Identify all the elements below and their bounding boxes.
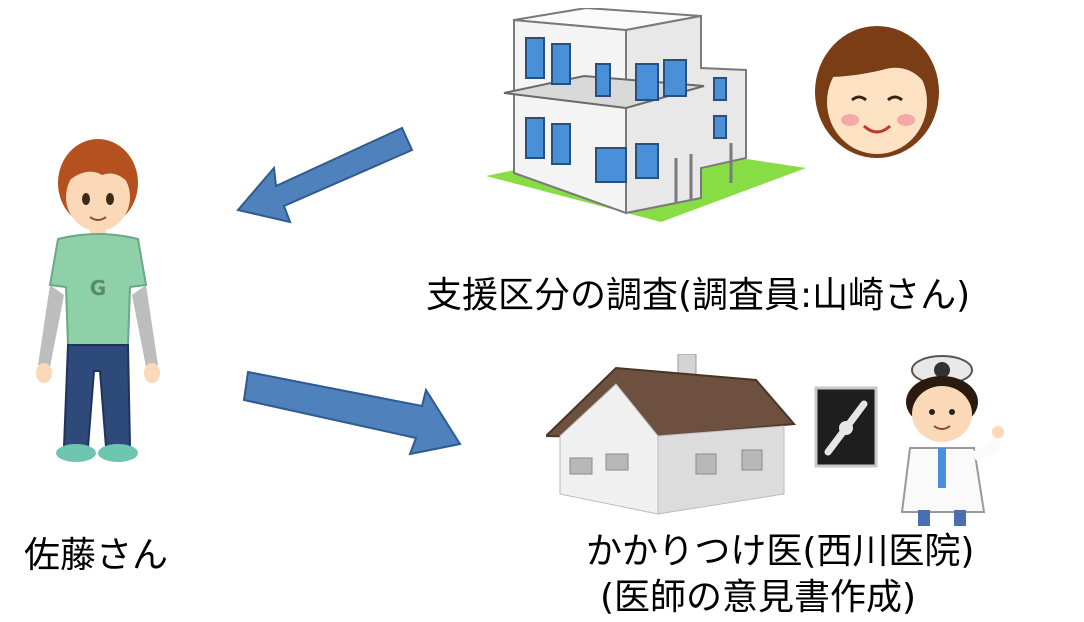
arrow-survey-to-patient	[236, 126, 414, 224]
doctor-label-line1: かかりつけ医(西川医院)	[586, 531, 975, 572]
office-building-illustration	[486, 8, 806, 222]
patient-boy-illustration: G	[36, 139, 160, 462]
doctor-label-line2: (医師の意見書作成)	[600, 577, 917, 618]
patient-label: 佐藤さん	[24, 535, 169, 576]
survey-label: 支援区分の調査(調査員:山崎さん)	[426, 275, 971, 316]
xray-image-icon	[814, 386, 878, 468]
doctor-illustration	[900, 355, 1004, 526]
shirt-letter: G	[90, 276, 106, 300]
clinic-house-illustration	[546, 354, 796, 515]
arrow-patient-to-doctor	[242, 370, 462, 456]
surveyor-woman-face	[815, 26, 939, 158]
